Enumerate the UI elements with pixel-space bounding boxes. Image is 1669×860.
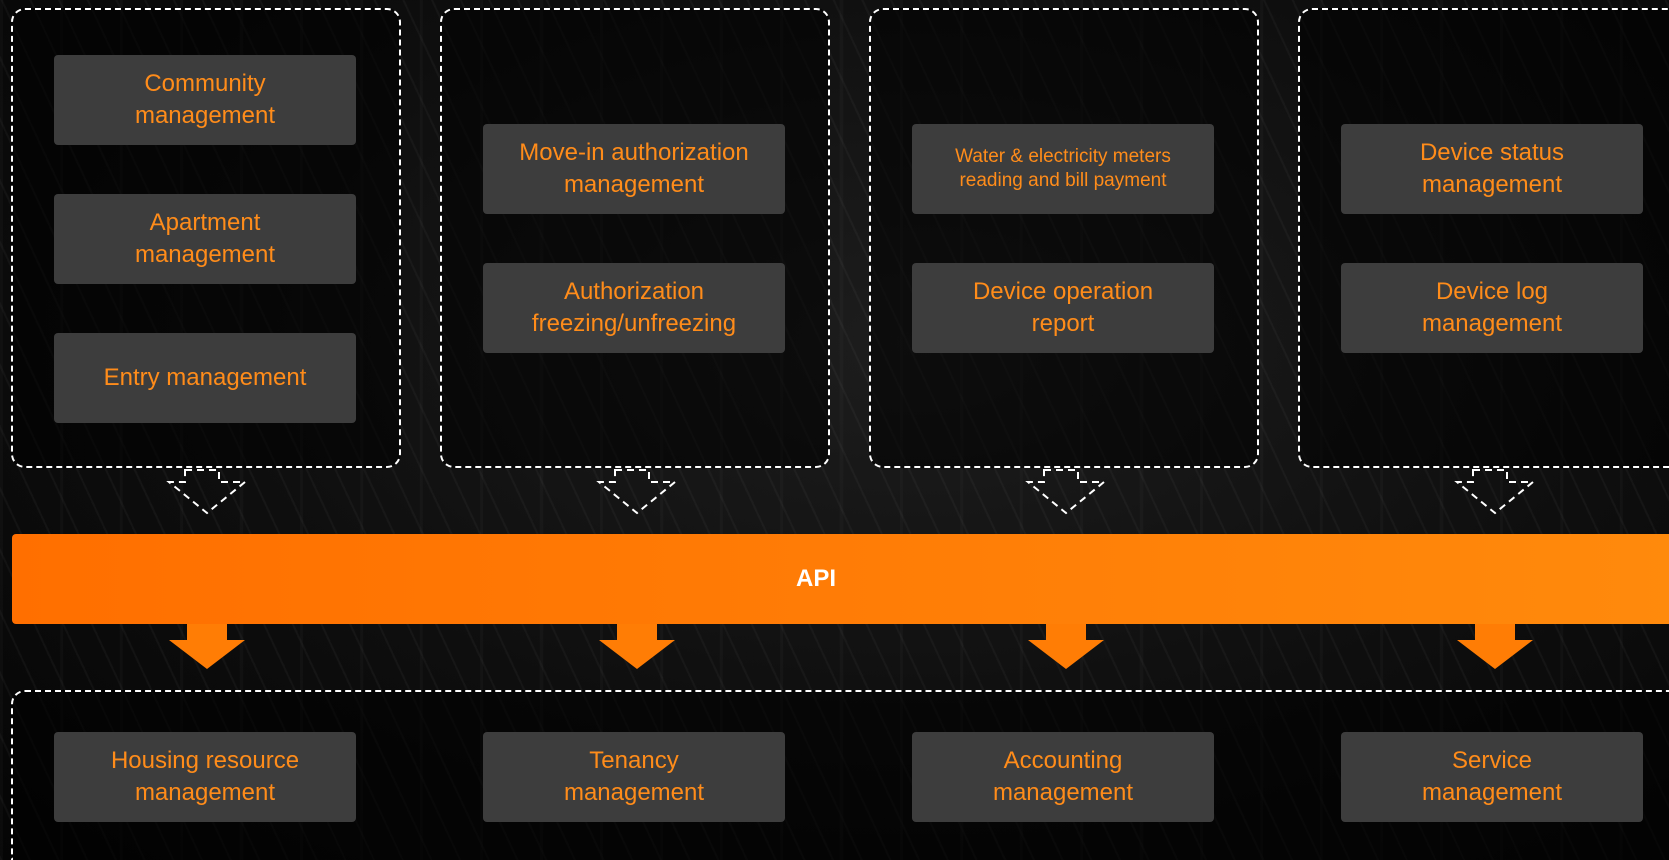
panel-device-status-log: [1298, 8, 1669, 468]
accounting-management-box: Accounting management: [912, 732, 1214, 822]
apartment-management-box: Apartment management: [54, 194, 356, 284]
device-operation-report-box: Device operation report: [912, 263, 1214, 353]
housing-resource-management-box: Housing resource management: [54, 732, 356, 822]
entry-management-box: Entry management: [54, 333, 356, 423]
move-in-authorization-box: Move-in authorization management: [483, 124, 785, 214]
authorization-freezing-box: Authorization freezing/unfreezing: [483, 263, 785, 353]
tenancy-management-box: Tenancy management: [483, 732, 785, 822]
service-management-box: Service management: [1341, 732, 1643, 822]
community-management-box: Community management: [54, 55, 356, 145]
solid-down-arrow: [599, 624, 675, 669]
device-status-management-box: Device status management: [1341, 124, 1643, 214]
meters-reading-bill-payment-box: Water & electricity meters reading and b…: [912, 124, 1214, 214]
dashed-down-arrow: [1454, 469, 1536, 515]
device-log-management-box: Device log management: [1341, 263, 1643, 353]
api-bar: API: [12, 534, 1669, 624]
solid-down-arrow: [169, 624, 245, 669]
dashed-down-arrow: [166, 469, 248, 515]
dashed-down-arrow: [1025, 469, 1107, 515]
solid-down-arrow: [1028, 624, 1104, 669]
panel-authorization: [440, 8, 830, 468]
panel-meters-operation: [869, 8, 1259, 468]
solid-down-arrow: [1457, 624, 1533, 669]
api-label: API: [795, 565, 836, 592]
dashed-down-arrow: [596, 469, 678, 515]
